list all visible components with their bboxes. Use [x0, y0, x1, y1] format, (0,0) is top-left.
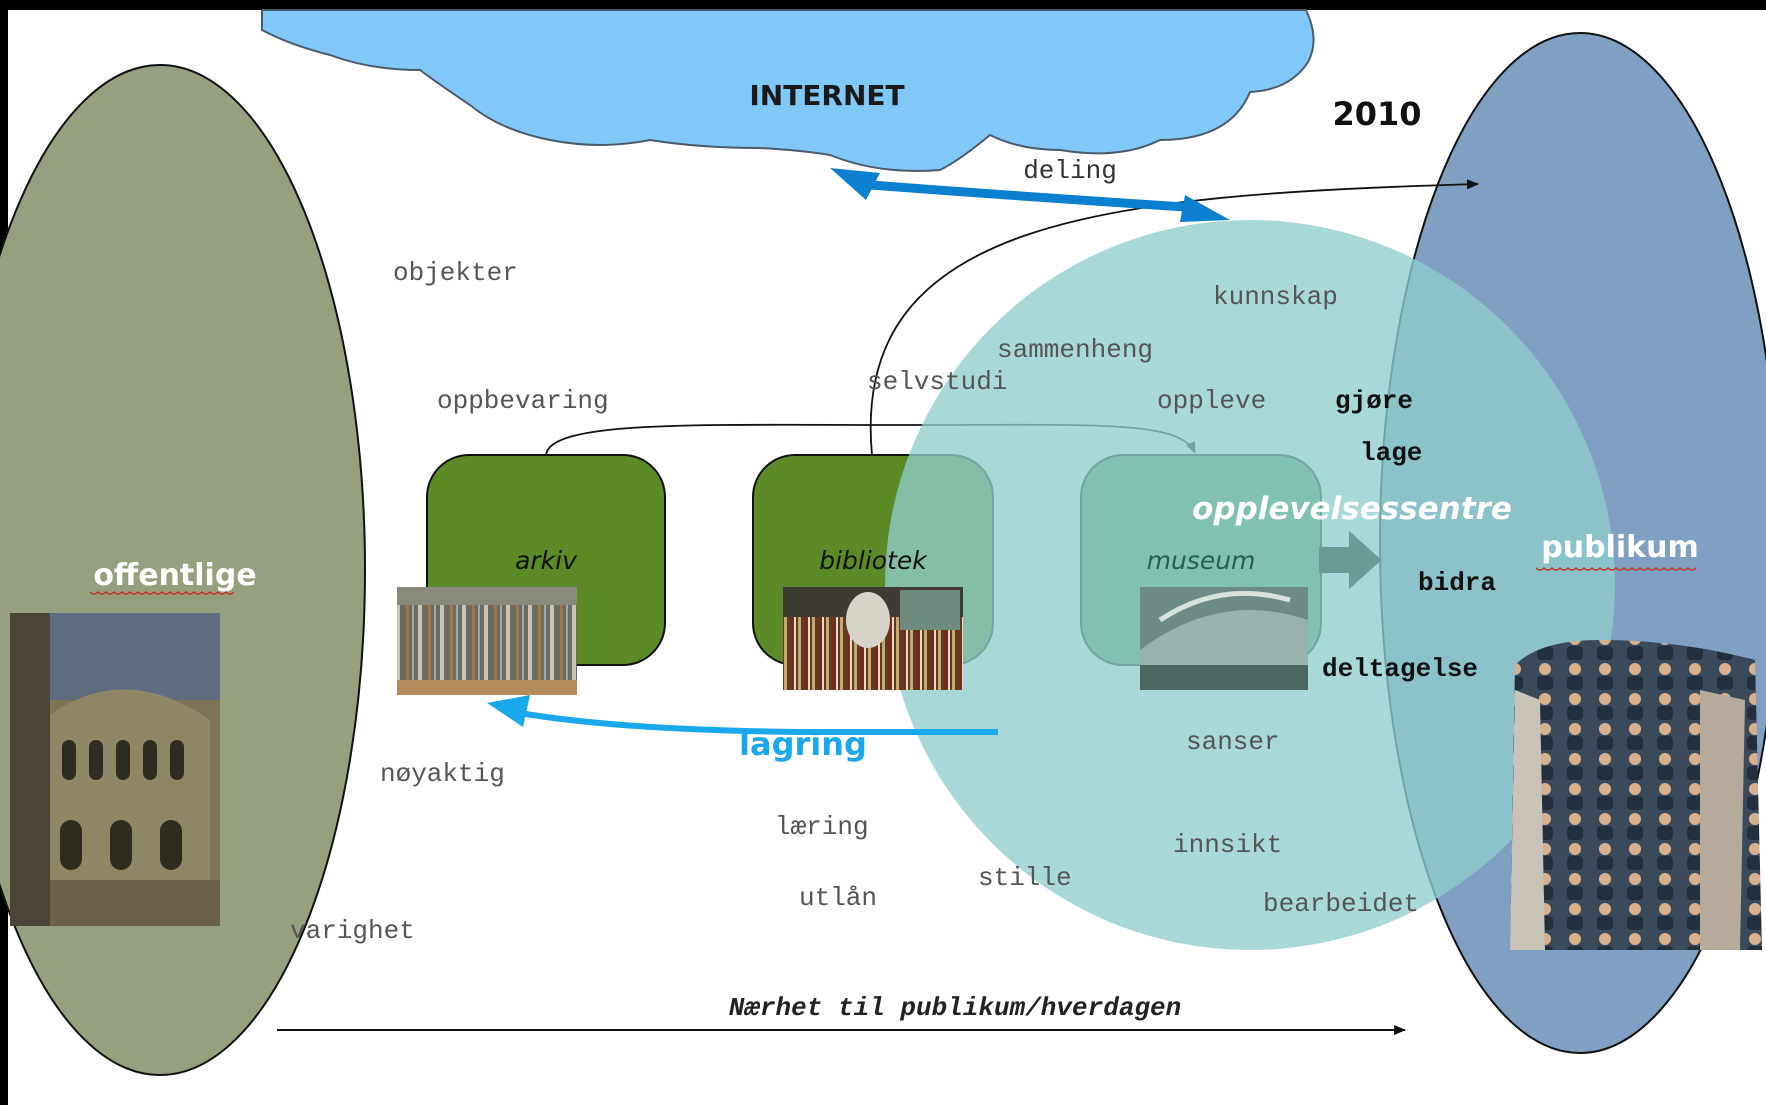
word-oppbevaring: oppbevaring	[437, 386, 609, 416]
left-label-underline	[89, 590, 235, 595]
word-laering: læring	[775, 812, 869, 842]
bibliotek-photo	[783, 587, 963, 690]
word-selvstudi: selvstudi	[867, 367, 1007, 397]
museum-publikum-arrow	[1319, 530, 1382, 590]
word-oppleve: oppleve	[1157, 386, 1266, 416]
opplevelse-circle	[885, 220, 1615, 950]
word-sanser: sanser	[1186, 727, 1280, 757]
word-bearbeidet: bearbeidet	[1263, 889, 1419, 919]
left-label: offentlige	[93, 558, 256, 593]
publikum-label: publikum	[1541, 530, 1698, 565]
word-innsikt: innsikt	[1173, 830, 1282, 860]
word-utlan: utlån	[799, 883, 877, 913]
bibliotek-label: bibliotek	[819, 546, 928, 575]
opplevelsessentre-label: opplevelsessentre	[1192, 491, 1512, 527]
deling-label: deling	[1023, 156, 1117, 186]
word-sammenheng: sammenheng	[997, 335, 1153, 365]
word-lage: lage	[1360, 438, 1422, 468]
selvstudi-arrow	[869, 179, 1479, 456]
internet-label: INTERNET	[749, 79, 904, 112]
year-label: 2010	[1332, 95, 1421, 133]
word-deltagelse: deltagelse	[1322, 654, 1478, 684]
arkiv-label: arkiv	[515, 546, 578, 575]
word-varighet: varighet	[290, 916, 415, 946]
publikum-label-underline	[1535, 566, 1697, 571]
word-bidra: bidra	[1418, 568, 1496, 598]
word-kunnskap: kunnskap	[1213, 282, 1338, 312]
lagring-arrow	[487, 695, 998, 735]
museum-photo	[1140, 587, 1308, 690]
lagring-label: lagring	[739, 725, 867, 763]
arkiv-photo	[397, 587, 577, 695]
word-stille: stille	[978, 863, 1072, 893]
museum-label: museum	[1147, 546, 1256, 575]
word-noyaktig: nøyaktig	[380, 759, 505, 789]
axis-label: Nærhet til publikum/hverdagen	[729, 993, 1181, 1023]
word-objekter: objekter	[393, 258, 518, 288]
word-gjore: gjøre	[1335, 386, 1413, 416]
publikum-photo	[1510, 640, 1762, 950]
internet-cloud	[261, 9, 1315, 172]
deling-arrow	[830, 168, 1230, 222]
parliament-photo	[10, 613, 220, 926]
